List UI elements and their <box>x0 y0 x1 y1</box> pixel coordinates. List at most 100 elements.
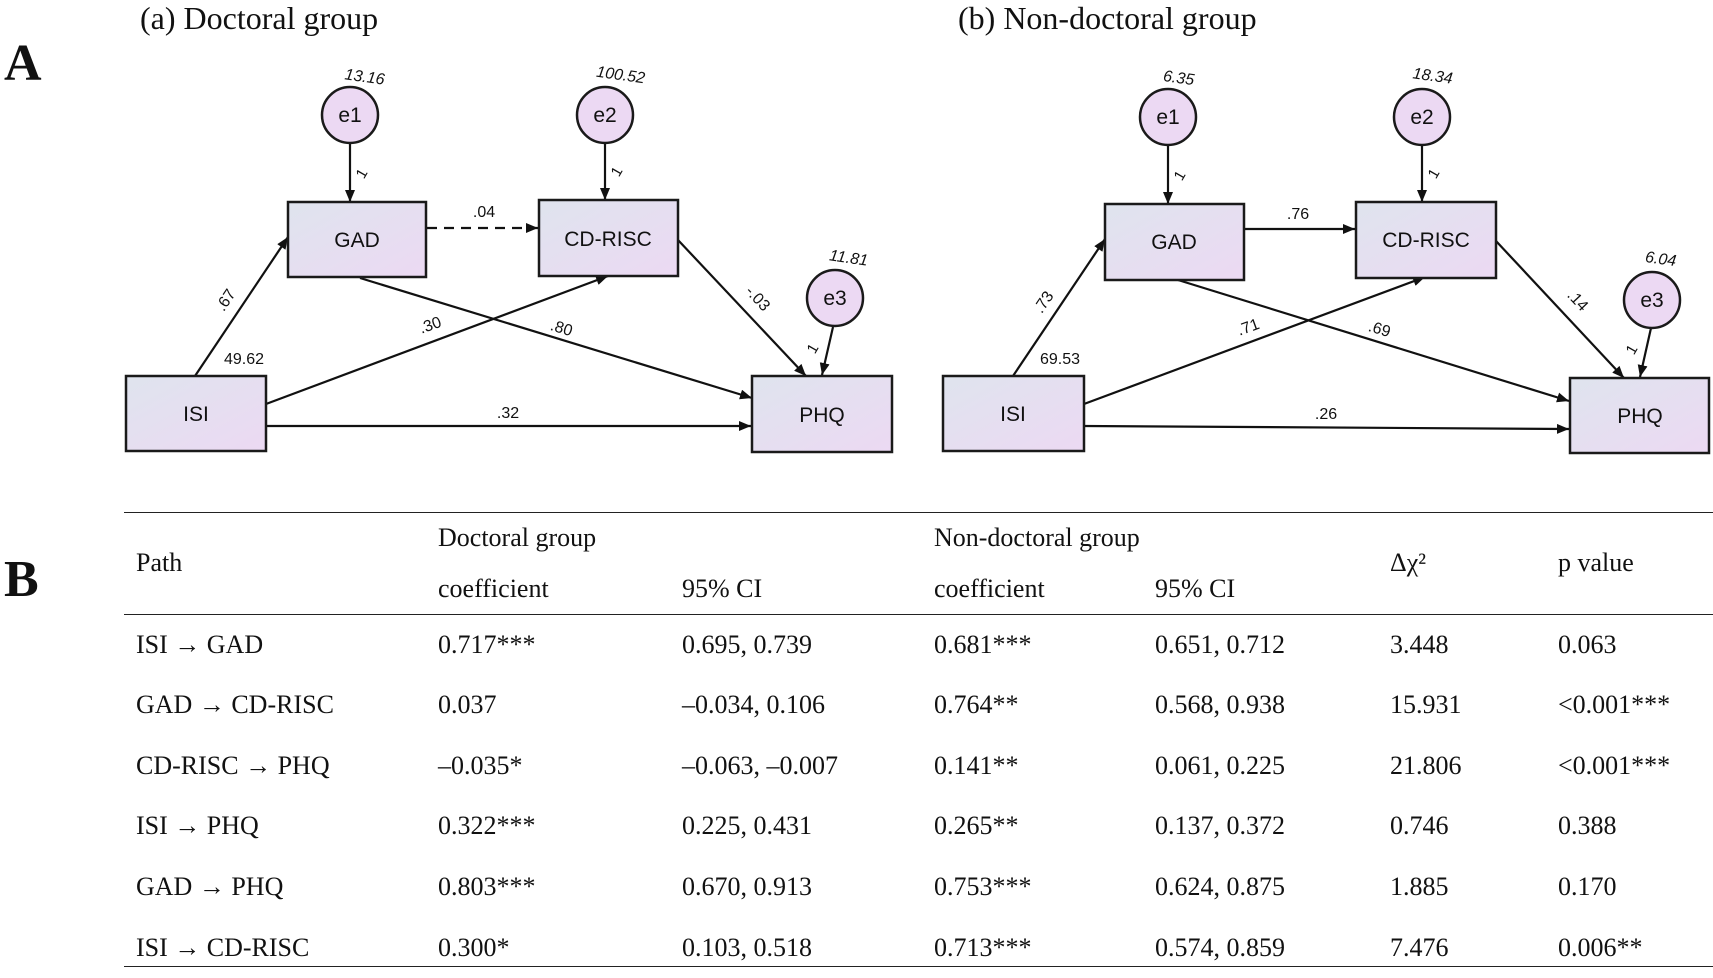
table-row: ISI → GAD 0.717*** 0.695, 0.739 0.681***… <box>124 614 1713 675</box>
cell-doctoral-ci: 0.695, 0.739 <box>682 629 812 659</box>
cell-p-value: 0.006** <box>1558 932 1643 962</box>
node-label-e2: e2 <box>593 104 616 127</box>
cell-non-doctoral-ci: 0.651, 0.712 <box>1155 629 1285 659</box>
node-phq <box>1568 376 1711 455</box>
error-node-e2 <box>575 85 635 145</box>
error-node-e2 <box>1392 87 1452 147</box>
cell-delta-chi: 15.931 <box>1390 690 1462 719</box>
header-delta-chi: Δχ² <box>1390 548 1427 577</box>
loading-e1: 1 <box>1171 168 1190 184</box>
node-isi <box>124 374 268 453</box>
cell-non-doctoral-coefficient: 0.681*** <box>934 629 1032 659</box>
header-non-doctoral-ci: 95% CI <box>1155 574 1236 603</box>
diagram-a-title: (a) Doctoral group <box>140 0 379 36</box>
loading-e3: 1 <box>804 341 823 357</box>
node-phq <box>750 374 894 454</box>
cell-non-doctoral-ci: 0.137, 0.372 <box>1155 811 1285 840</box>
cell-path: GAD → PHQ <box>136 871 284 901</box>
header-path: Path <box>136 548 183 577</box>
node-label-isi: ISI <box>183 403 209 426</box>
cell-path: GAD → CD-RISC <box>136 690 334 719</box>
coef-gad-cdrisc: .76 <box>1287 206 1309 223</box>
isi-variance: 49.62 <box>224 351 264 368</box>
cell-doctoral-ci: –0.034, 0.106 <box>682 690 825 719</box>
cell-doctoral-coefficient: 0.803*** <box>438 871 536 901</box>
error-variance-e2: 18.34 <box>1412 65 1454 87</box>
cell-non-doctoral-ci: 0.574, 0.859 <box>1155 932 1285 962</box>
node-label-e3: e3 <box>1640 289 1663 312</box>
cell-non-doctoral-ci: 0.568, 0.938 <box>1155 690 1285 719</box>
node-label-e3: e3 <box>823 287 846 310</box>
node-label-phq: PHQ <box>799 404 845 427</box>
cell-doctoral-ci: 0.225, 0.431 <box>682 811 812 840</box>
table-header-rule <box>124 614 1713 615</box>
cell-doctoral-coefficient: 0.300* <box>438 932 510 962</box>
cell-doctoral-ci: –0.063, –0.007 <box>682 750 838 780</box>
table-bottom-rule <box>124 966 1713 967</box>
node-label-isi: ISI <box>1000 403 1026 426</box>
header-doctoral-ci: 95% CI <box>682 574 763 603</box>
cell-non-doctoral-coefficient: 0.764** <box>934 690 1019 719</box>
coef-isi-cdrisc: .71 <box>1235 316 1262 340</box>
table-row: GAD → CD-RISC 0.037 –0.034, 0.106 0.764*… <box>124 675 1713 735</box>
header-doctoral-group: Doctoral group <box>438 523 597 552</box>
cell-path: CD-RISC → PHQ <box>136 750 330 780</box>
cell-doctoral-coefficient: 0.322*** <box>438 811 536 840</box>
node-label-e1: e1 <box>338 104 361 127</box>
node-label-cdrisc: CD-RISC <box>1382 229 1470 252</box>
coef-gad-phq: .80 <box>548 317 574 340</box>
node-label-e2: e2 <box>1410 106 1433 129</box>
node-cdrisc <box>1354 200 1498 280</box>
cell-path: ISI → CD-RISC <box>136 932 310 962</box>
cell-delta-chi: 21.806 <box>1390 750 1462 780</box>
edge-gad-phq <box>359 276 753 400</box>
error-variance-e1: 6.35 <box>1162 68 1195 89</box>
cell-doctoral-ci: 0.103, 0.518 <box>682 932 812 962</box>
cell-p-value: 0.063 <box>1558 629 1617 659</box>
header-non-doctoral-coefficient: coefficient <box>934 574 1045 603</box>
cell-p-value: <0.001*** <box>1558 750 1671 780</box>
cell-non-doctoral-coefficient: 0.713*** <box>934 932 1032 962</box>
cell-p-value: <0.001*** <box>1558 690 1671 719</box>
cell-non-doctoral-coefficient: 0.265** <box>934 811 1019 840</box>
edge-isi-cdrisc <box>1083 275 1426 406</box>
cell-delta-chi: 3.448 <box>1390 629 1449 659</box>
cell-non-doctoral-ci: 0.061, 0.225 <box>1155 750 1285 780</box>
edge-gad-phq <box>1177 278 1570 403</box>
diagram-b: e1 e2 e3 GAD CD-RISC ISI PHQ 6.35 18.34 … <box>941 65 1711 455</box>
path-diagrams: e1 e2 e3 GAD CD-RISC ISI PHQ 13.16 100.5… <box>124 64 1711 455</box>
error-node-e3 <box>805 268 865 328</box>
coef-cdrisc-phq: -.03 <box>742 283 773 315</box>
cell-doctoral-coefficient: –0.035* <box>438 750 523 780</box>
edge-isi-phq <box>1083 423 1570 434</box>
cell-doctoral-ci: 0.670, 0.913 <box>682 871 812 901</box>
edge-isi-gad <box>1012 238 1106 377</box>
loading-e2: 1 <box>1425 166 1444 182</box>
error-node-e3 <box>1622 270 1682 330</box>
header-p-value: p value <box>1558 548 1634 577</box>
loading-e3: 1 <box>1623 342 1642 358</box>
cell-doctoral-coefficient: 0.037 <box>438 690 497 719</box>
edge-cdrisc-phq <box>1495 240 1625 379</box>
edge-cdrisc-phq <box>677 239 807 377</box>
node-label-phq: PHQ <box>1617 405 1663 428</box>
node-gad <box>286 200 428 279</box>
cell-non-doctoral-ci: 0.624, 0.875 <box>1155 871 1285 901</box>
coef-isi-cdrisc: .30 <box>417 314 444 338</box>
node-gad <box>1103 202 1246 282</box>
table-row: GAD → PHQ 0.803*** 0.670, 0.913 0.753***… <box>124 856 1713 917</box>
header-doctoral-coefficient: coefficient <box>438 574 549 603</box>
node-label-gad: GAD <box>1151 231 1197 254</box>
error-variance-e1: 13.16 <box>344 66 386 88</box>
edge-isi-gad <box>194 236 289 377</box>
error-variance-e2: 100.52 <box>595 64 646 88</box>
diagram-a: e1 e2 e3 GAD CD-RISC ISI PHQ 13.16 100.5… <box>124 64 894 454</box>
table-row: ISI → PHQ 0.322*** 0.225, 0.431 0.265** … <box>124 796 1713 856</box>
node-label-gad: GAD <box>334 229 380 252</box>
diagram-b-title: (b) Non-doctoral group <box>958 0 1257 36</box>
cell-p-value: 0.388 <box>1558 811 1617 840</box>
table-row: CD-RISC → PHQ –0.035* –0.063, –0.007 0.1… <box>124 735 1713 796</box>
edge-e3-phq <box>819 326 835 376</box>
coef-isi-gad: .67 <box>213 286 240 314</box>
coef-gad-cdrisc: .04 <box>473 204 495 221</box>
